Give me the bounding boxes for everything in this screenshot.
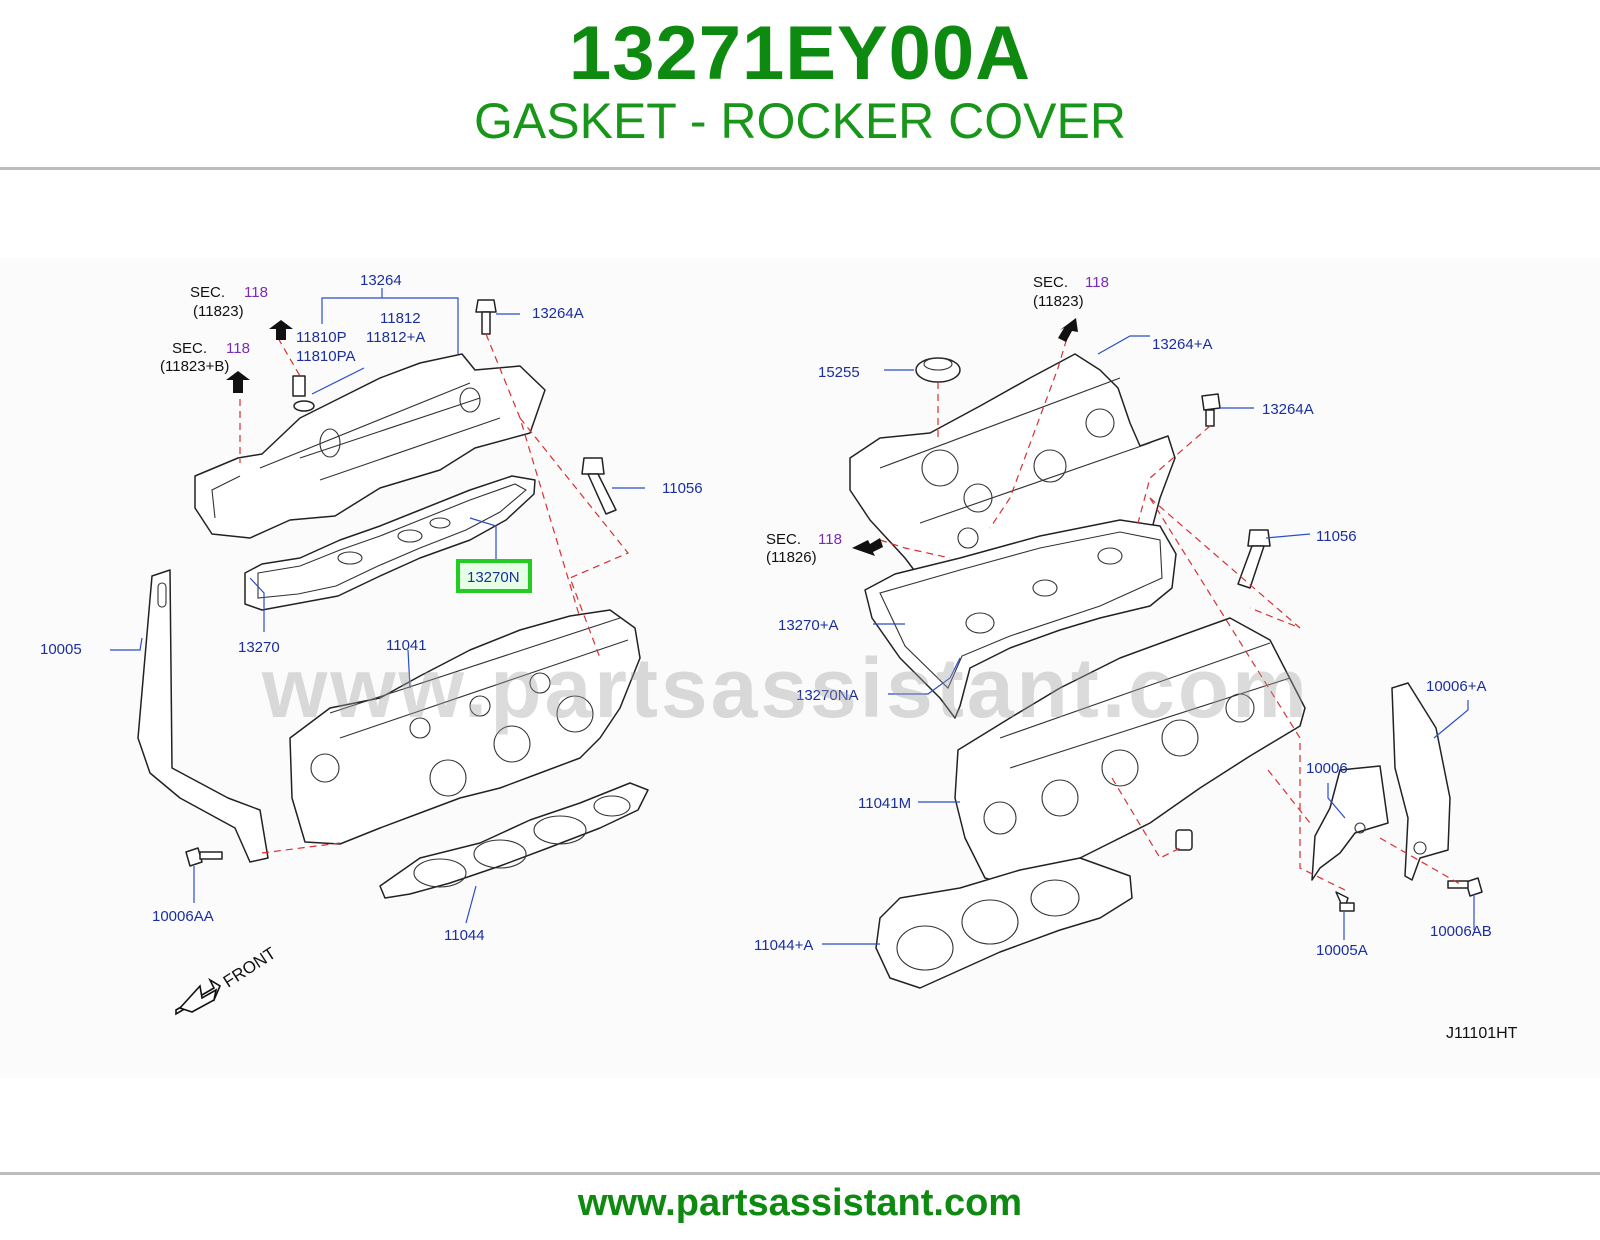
cylinder-head-11041: [289, 609, 641, 845]
sec-ref-number: 118: [818, 531, 842, 548]
part-name-subtitle: GASKET - ROCKER COVER: [474, 93, 1126, 149]
bolt-10005A: [1335, 891, 1355, 912]
bracket-10005: [137, 569, 269, 863]
bolt-10006AA: [185, 847, 223, 867]
label-13270: 13270: [238, 639, 280, 656]
label-11056-left: 11056: [662, 480, 703, 497]
label-11810P: 11810P: [296, 329, 347, 346]
bolt-11056-right: [1237, 529, 1271, 589]
label-11812: 11812: [380, 310, 421, 327]
parts-diagram-panel: SEC. 118 (11823) SEC. 118 (11823+B) SEC.…: [0, 258, 1600, 1078]
bolt-13264A-right: [1201, 393, 1221, 427]
bolt-11056-left: [581, 457, 617, 515]
label-11041M: 11041M: [858, 795, 911, 812]
front-label: FRONT: [220, 944, 279, 992]
sec-ref-sub: (11823): [1033, 293, 1084, 310]
label-13264+A: 13264+A: [1152, 336, 1212, 353]
label-13270+A: 13270+A: [778, 617, 838, 634]
sec-ref-sub: (11823): [193, 303, 244, 320]
header: 13271EY00A GASKET - ROCKER COVER: [0, 0, 1600, 168]
highlight-box: [456, 559, 532, 593]
sec-ref-number: 118: [226, 340, 250, 357]
sec-ref-prefix: SEC.: [172, 340, 207, 357]
front-arrow-icon: [175, 977, 222, 1016]
part-number-title: 13271EY00A: [568, 11, 1032, 96]
arrow-icon: [226, 371, 250, 393]
label-13270N: 13270N: [467, 569, 520, 586]
rocker-gasket-left: [244, 475, 536, 611]
header-divider: [0, 167, 1600, 170]
rocker-gasket-right: [864, 519, 1177, 719]
bracket-10006+A: [1391, 682, 1451, 881]
head-gasket-11044: [379, 782, 649, 899]
label-13270NA: 13270NA: [796, 687, 859, 704]
label-13264A-right: 13264A: [1262, 401, 1314, 418]
label-10005: 10005: [40, 641, 82, 658]
label-11044: 11044: [444, 927, 485, 944]
sec-ref-prefix: SEC.: [766, 531, 801, 548]
arrow-icon: [1058, 318, 1078, 342]
bolt-10006AB: [1447, 877, 1483, 897]
watermark: www.partsassistant.com: [262, 641, 1310, 735]
sec-ref-prefix: SEC.: [190, 284, 225, 301]
sec-ref-number: 118: [244, 284, 268, 301]
label-11041: 11041: [386, 637, 427, 654]
arrow-icon: [852, 538, 883, 556]
head-gasket-11044+A: [875, 857, 1133, 989]
bolt-13264A-left: [475, 299, 497, 335]
label-10006AA: 10006AA: [152, 908, 214, 925]
label-11812+A: 11812+A: [366, 329, 425, 346]
label-15255: 15255: [818, 364, 860, 381]
rocker-cover-left: [194, 353, 546, 539]
label-11044+A: 11044+A: [754, 937, 813, 954]
label-10006+A: 10006+A: [1426, 678, 1486, 695]
label-10006AB: 10006AB: [1430, 923, 1492, 940]
label-10006: 10006: [1306, 760, 1348, 777]
label-11810PA: 11810PA: [296, 348, 356, 365]
sec-ref-sub: (11826): [766, 549, 817, 566]
diagram-code: J11101HT: [1446, 1025, 1518, 1042]
bracket-10006: [1311, 765, 1389, 881]
sec-ref-sub: (11823+B): [160, 358, 229, 375]
label-13264A-left: 13264A: [532, 305, 584, 322]
exploded-parts-diagram: SEC. 118 (11823) SEC. 118 (11823+B) SEC.…: [40, 272, 1518, 1042]
footer-divider: [0, 1172, 1600, 1175]
footer-url-link[interactable]: www.partsassistant.com: [577, 1182, 1023, 1224]
plug-fitting: [1175, 829, 1193, 851]
label-11056-right: 11056: [1316, 528, 1357, 545]
sec-ref-number: 118: [1085, 274, 1109, 291]
arrow-icon: [269, 320, 293, 340]
label-10005A: 10005A: [1316, 942, 1368, 959]
oil-cap-15255: [915, 357, 961, 383]
label-13264: 13264: [360, 272, 402, 289]
sec-ref-prefix: SEC.: [1033, 274, 1068, 291]
cylinder-head-11041M: [954, 617, 1306, 889]
